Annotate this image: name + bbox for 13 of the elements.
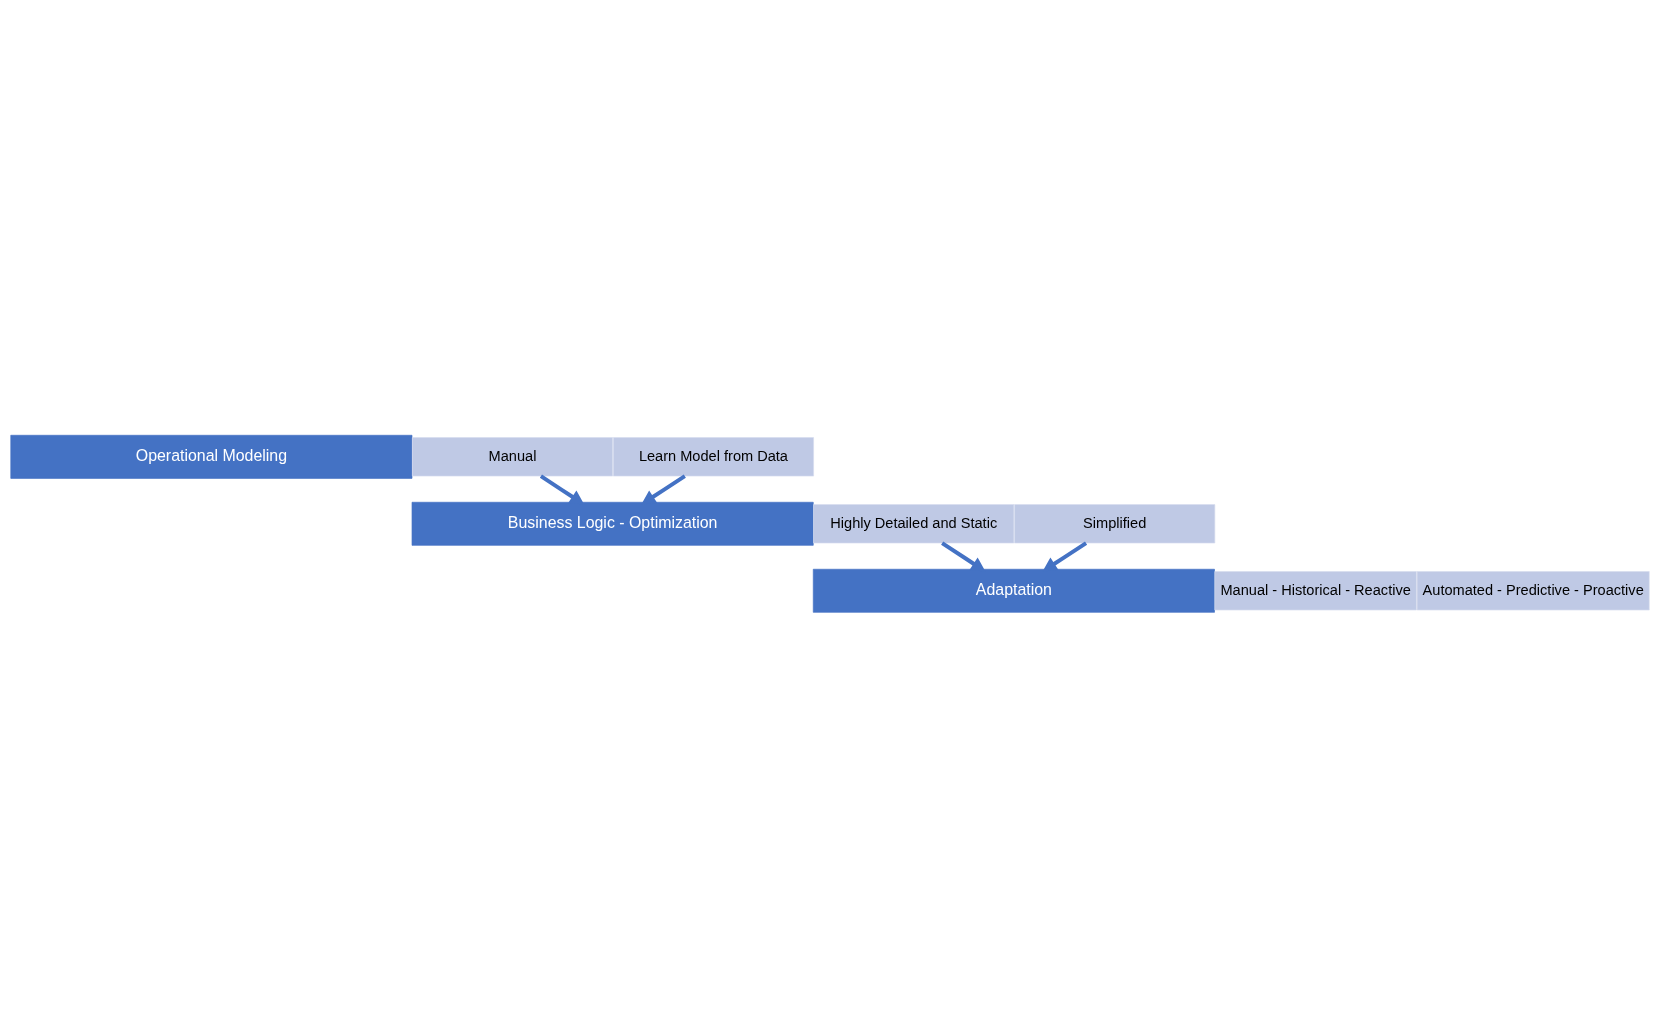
node-box: Manual — [412, 437, 613, 477]
node-box: Learn Model from Data — [612, 437, 814, 477]
arrow — [539, 474, 585, 505]
node-box: Operational Modeling — [10, 434, 413, 479]
node-box: Automated - Predictive - Proactive — [1416, 571, 1650, 611]
node-box: Business Logic - Optimization — [411, 501, 814, 546]
node-box: Manual - Historical - Reactive — [1214, 571, 1417, 611]
node-box: Highly Detailed and Static — [813, 504, 1015, 544]
node-box: Adaptation — [812, 568, 1215, 613]
arrow — [1042, 541, 1088, 572]
node-box: Simplified — [1014, 504, 1216, 544]
arrow — [641, 474, 686, 505]
arrow — [941, 541, 986, 572]
